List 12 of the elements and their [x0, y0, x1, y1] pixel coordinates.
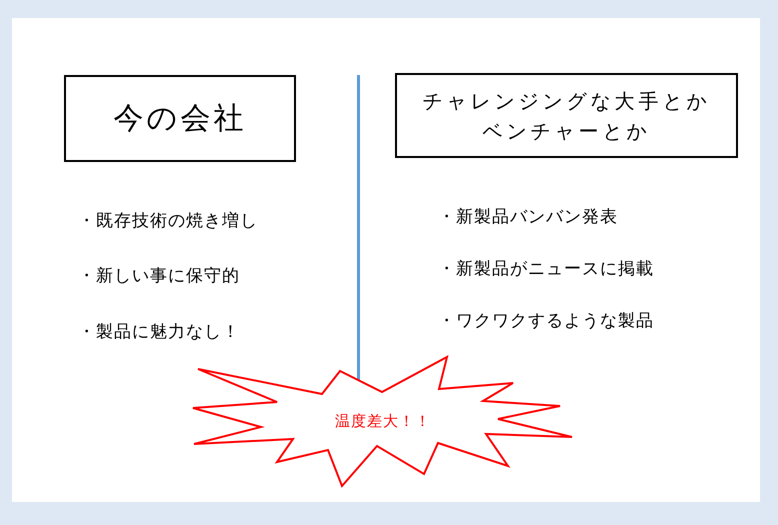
burst-text: 温度差大！！: [335, 411, 431, 432]
bullet-item: ・新製品バンバン発表: [438, 206, 618, 229]
bullet-item: ・ワクワクするような製品: [438, 310, 654, 333]
title-box: [395, 73, 738, 158]
box-title: チャレンジングな大手とかベンチャーとか: [422, 88, 712, 144]
bullet-item: ・製品に魅力なし！: [78, 321, 240, 344]
bullet-item: ・既存技術の焼き増し: [78, 210, 258, 233]
box-title: 今の会社: [114, 100, 246, 138]
title-box: [64, 75, 296, 162]
bullet-item: ・新しい事に保守的: [78, 265, 240, 288]
bullet-item: ・新製品がニュースに掲載: [438, 258, 654, 281]
burst-shape: [192, 355, 574, 488]
